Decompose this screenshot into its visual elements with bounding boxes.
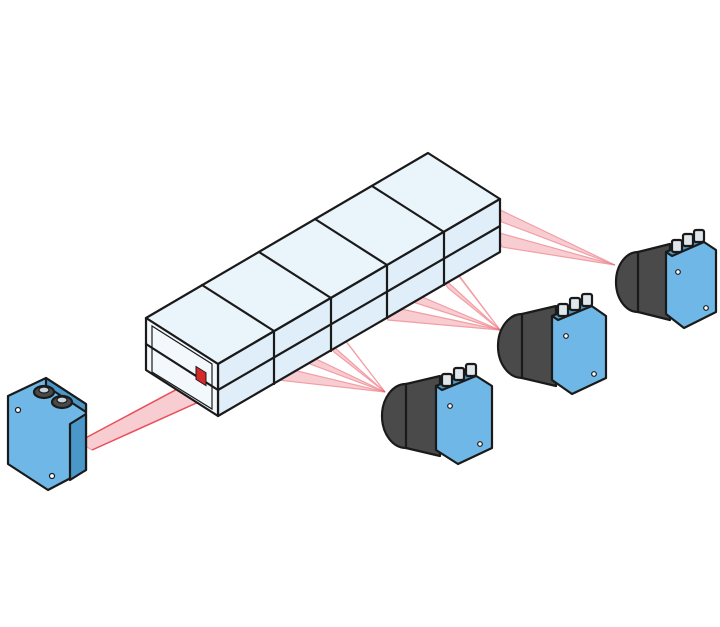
- vision-sensor-icon: [614, 228, 718, 330]
- side-camera-2: [496, 292, 608, 396]
- vision-sensor-icon: [496, 292, 608, 396]
- vision-sensor-icon: [380, 362, 494, 466]
- box-segment-dividers: [200, 184, 446, 386]
- box-tier-line: [144, 224, 502, 392]
- conveyor-box: [144, 151, 502, 418]
- front-camera: [6, 376, 88, 492]
- side-camera-1: [380, 362, 494, 466]
- beam-front-camera-edge-b: [91, 395, 213, 451]
- indicator-led-icon: [195, 365, 207, 387]
- box-seams: [270, 333, 276, 382]
- side-camera-3: [614, 228, 718, 330]
- box-front-bevel: [151, 324, 213, 411]
- vision-sensor-icon: [6, 376, 88, 492]
